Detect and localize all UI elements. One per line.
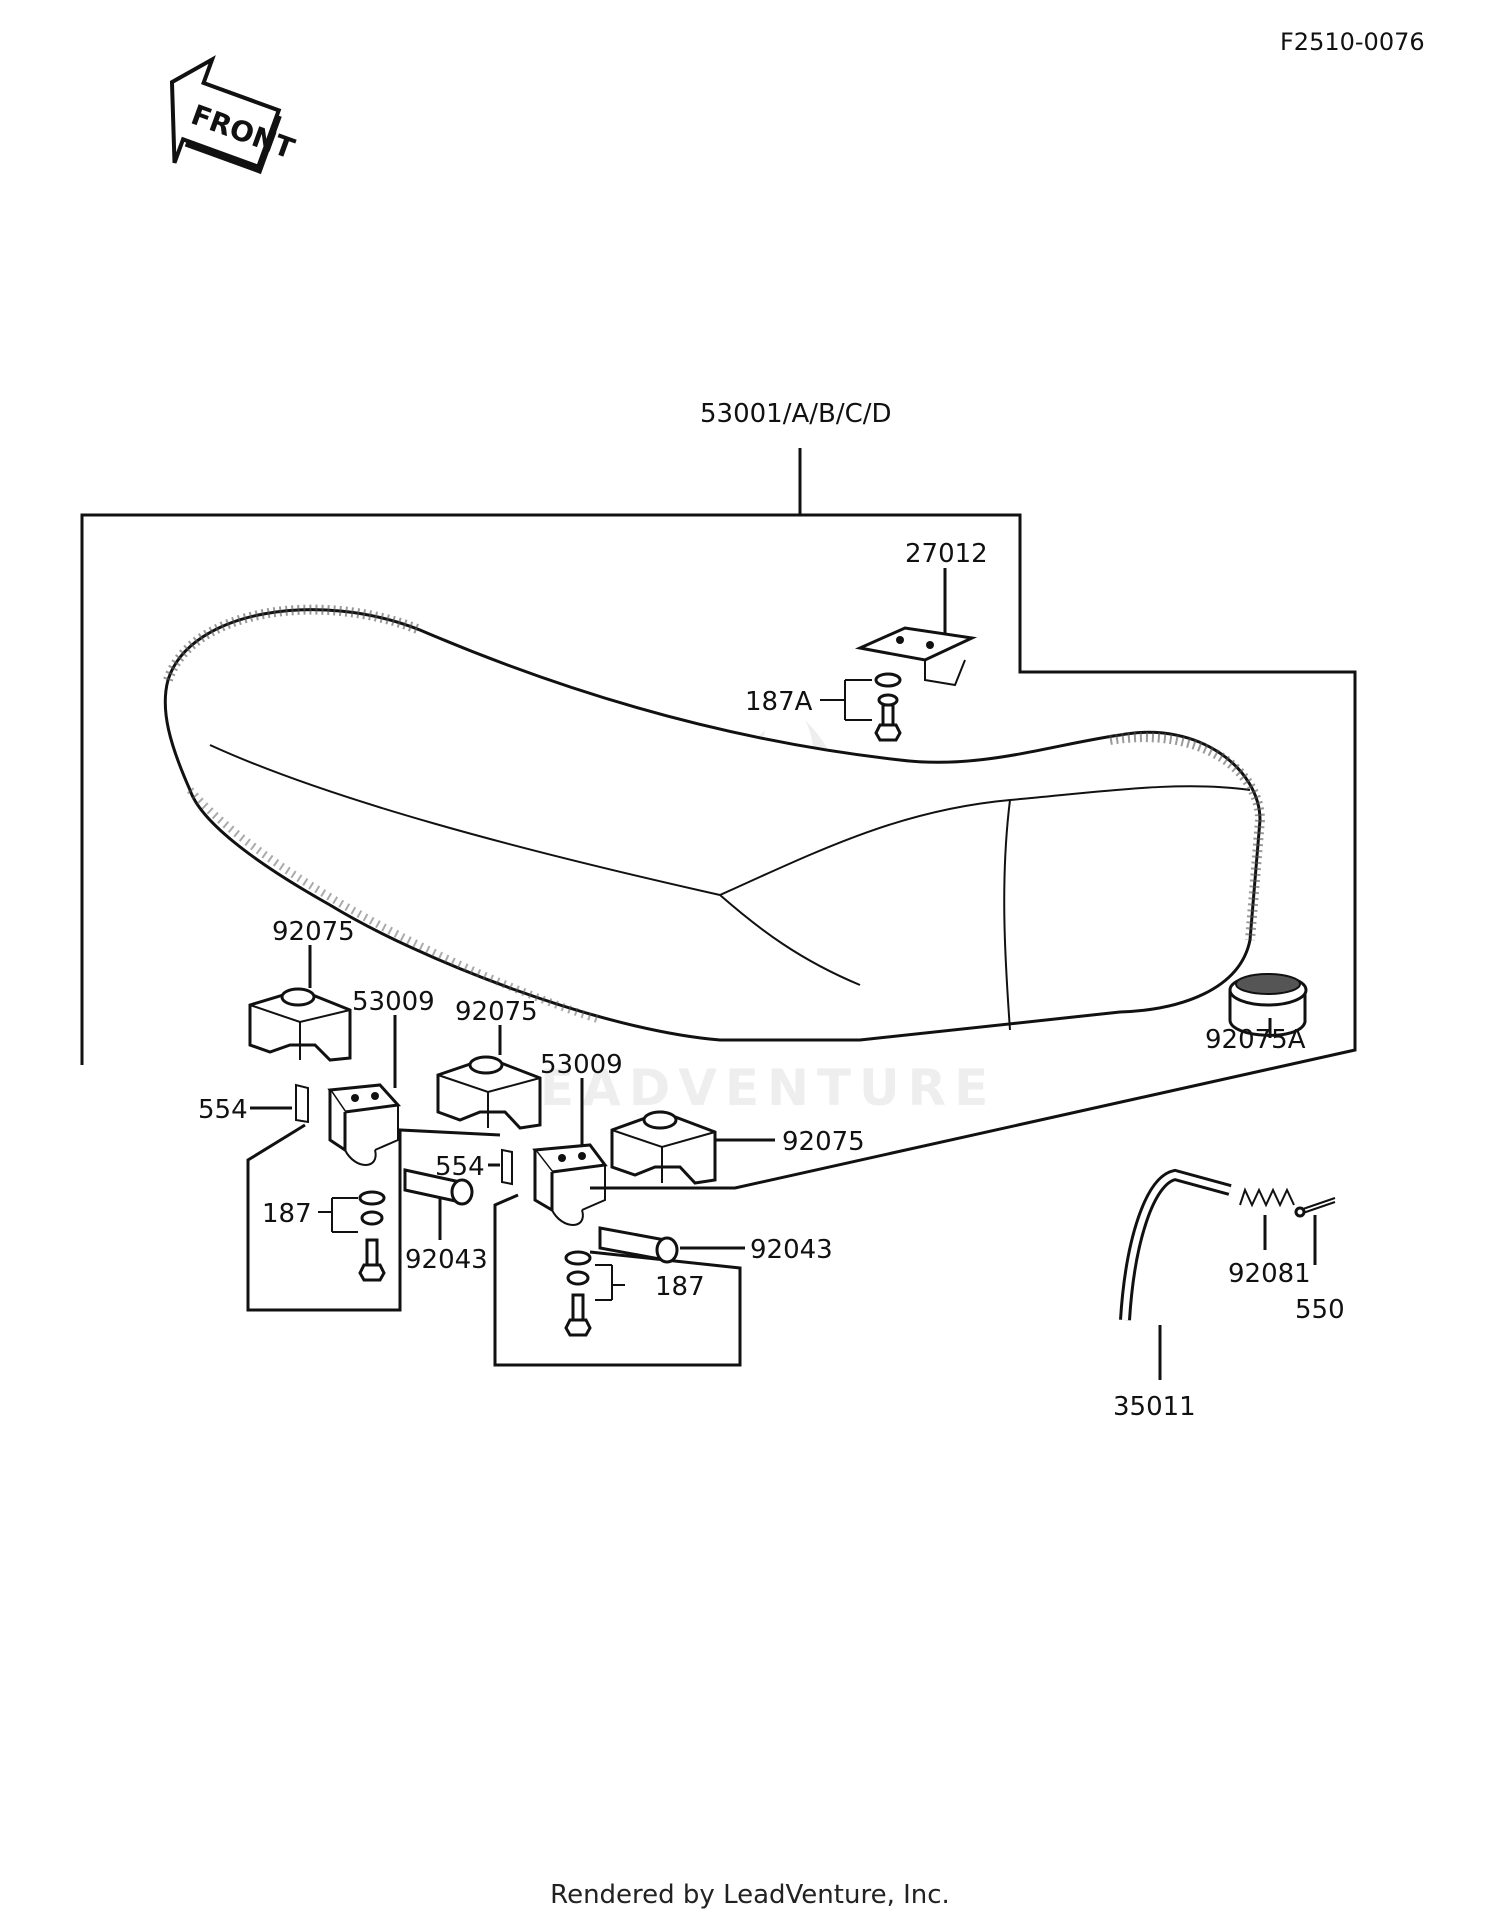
part-label-bolt-1: 187 (262, 1199, 312, 1229)
pin-2 (598, 1226, 745, 1264)
part-label-pin-2: 92043 (750, 1235, 833, 1265)
part-label-bracket-2: 53009 (540, 1050, 623, 1080)
damper-1 (248, 945, 352, 1062)
right-subgroup-outline (493, 1193, 742, 1367)
part-label-damper-1: 92075 (272, 917, 355, 947)
part-label-cotter-pin: 550 (1295, 1295, 1345, 1325)
front-arrow-icon: FRONT (169, 55, 299, 175)
damper-3 (610, 1110, 775, 1185)
clip-1 (250, 1083, 309, 1124)
spring-92081 (1239, 1187, 1295, 1250)
part-label-bolt-a: 187A (745, 687, 813, 717)
bracket-1 (327, 1015, 402, 1166)
drawing-code: F2510-0076 (1280, 28, 1425, 56)
part-label-bolt-2: 187 (655, 1272, 705, 1302)
seat-assembly-outline (80, 513, 1357, 1190)
cotter-pin-550 (1294, 1197, 1336, 1265)
bracket-2 (532, 1078, 608, 1226)
footer-credit: Rendered by LeadVenture, Inc. (550, 1880, 950, 1910)
part-label-clip-1: 554 (198, 1095, 248, 1125)
part-label-spring: 92081 (1228, 1259, 1311, 1289)
bolt-2 (564, 1250, 625, 1337)
bolt-1 (318, 1190, 386, 1282)
part-label-rod: 35011 (1113, 1392, 1196, 1422)
seat-illustration (163, 604, 1266, 1042)
damper-2 (436, 1025, 542, 1130)
hook-27012 (854, 568, 978, 687)
part-label-hook: 27012 (905, 539, 988, 569)
left-subgroup-outline (246, 1123, 501, 1312)
clip-2 (488, 1148, 513, 1186)
part-label-damper-a: 92075A (1205, 1025, 1306, 1055)
part-label-damper-2: 92075 (455, 997, 538, 1027)
bolt-187a (820, 672, 902, 742)
rod-35011 (1119, 1168, 1232, 1380)
part-label-pin-1: 92043 (405, 1245, 488, 1275)
pin-1 (403, 1168, 474, 1240)
part-label-bracket-1: 53009 (352, 987, 435, 1017)
part-label-seat: 53001/A/B/C/D (700, 399, 892, 429)
part-label-damper-3: 92075 (782, 1127, 865, 1157)
damper-a (1228, 973, 1308, 1038)
